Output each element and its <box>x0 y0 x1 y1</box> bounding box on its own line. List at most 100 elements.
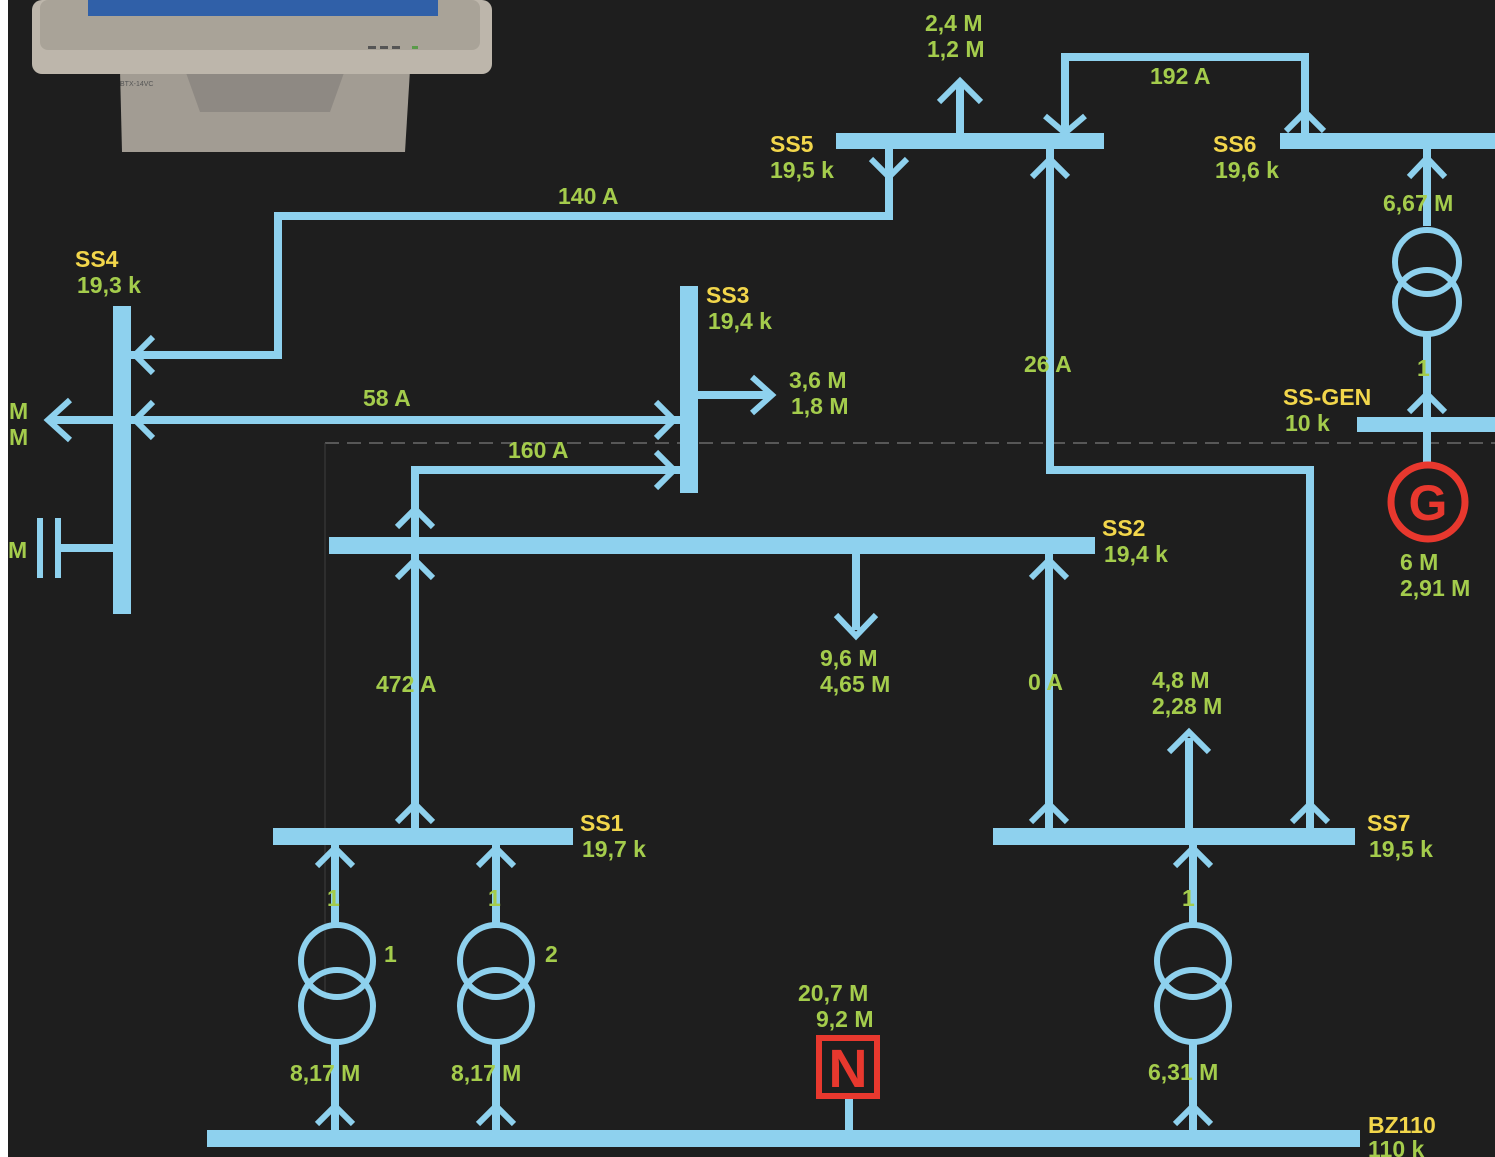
bus-name-ss3: SS3 <box>706 282 749 308</box>
t2-number: 2 <box>545 941 558 967</box>
outflow-chevron-ss3-58a-icon <box>653 399 679 441</box>
current-ss1-ss2: 472 A <box>376 671 437 697</box>
load-ss3-p: 3,6 M <box>789 367 847 393</box>
bus-name-bz110: BZ110 <box>1368 1112 1436 1138</box>
transformer-t1-icon <box>298 922 376 1045</box>
current-ss5-ss7: 26 A <box>1024 351 1072 377</box>
generator-p: 6 M <box>1400 549 1438 575</box>
outflow-chevron-ss6-icon <box>1283 107 1327 134</box>
bus-voltage-ss7: 19,5 k <box>1369 836 1433 862</box>
network-q: 9,2 M <box>816 1006 874 1032</box>
line-ss5-ss6 <box>1061 53 1309 133</box>
bus-name-ss7: SS7 <box>1367 810 1410 836</box>
network-icon: N <box>816 1035 880 1099</box>
line-ss2-ss3 <box>411 466 680 537</box>
tgen-power: 6,67 M <box>1383 190 1453 216</box>
current-ss2-ss7: 0 A <box>1028 669 1063 695</box>
bus-name-ss2: SS2 <box>1102 515 1145 541</box>
t7-tap: 1 <box>1182 885 1195 911</box>
transformer-t7-icon <box>1154 922 1232 1045</box>
bus-voltage-ss6: 19,6 k <box>1215 157 1279 183</box>
outflow-chevron-ss7-0a-icon <box>1028 799 1070 825</box>
t2-tap: 1 <box>488 885 501 911</box>
bus-ss6 <box>1280 133 1495 149</box>
bus-voltage-ssgen: 10 k <box>1285 410 1330 436</box>
network-p: 20,7 M <box>798 980 868 1006</box>
load-ss7-p: 4,8 M <box>1152 667 1210 693</box>
load-arrow-ss3-icon <box>749 374 777 416</box>
outflow-chevron-ss2-160a-icon <box>394 504 436 530</box>
load-ss4-q: M <box>9 424 28 450</box>
inflow-chevron-ss4-58a-icon <box>130 399 156 441</box>
bus-ss5 <box>836 133 1104 149</box>
inflow-chevron-ss4-140a-icon <box>130 334 156 376</box>
load-ss5-q: 1,2 M <box>927 36 985 62</box>
bus-voltage-ss3: 19,4 k <box>708 308 772 334</box>
load-ss4-p: M <box>9 398 28 424</box>
load-ss5-p: 2,4 M <box>925 10 983 36</box>
bus-voltage-ss2: 19,4 k <box>1104 541 1168 567</box>
outflow-chevron-ssgen-icon <box>1406 389 1448 415</box>
t1-number: 1 <box>384 941 397 967</box>
load-arrow-ss4-icon <box>43 397 73 443</box>
generator-symbol: G <box>1409 475 1448 531</box>
bus-ss4 <box>113 306 131 614</box>
load-arrow-ss5-icon <box>936 76 984 105</box>
capacitor-ss4-q: M <box>8 537 27 563</box>
inflow-chevron-ss7-26a-icon <box>1289 799 1331 825</box>
bus-voltage-ss5: 19,5 k <box>770 157 834 183</box>
bus-ss7 <box>993 828 1355 845</box>
load-arrow-ss7-icon <box>1166 727 1212 755</box>
monitor-image: BTX-14VC <box>32 0 492 152</box>
bus-ss1 <box>273 828 573 845</box>
bus-name-ss1: SS1 <box>580 810 624 836</box>
transformer-tgen-icon <box>1392 227 1462 337</box>
bus-ssgen <box>1357 417 1495 432</box>
load-ss2-p: 9,6 M <box>820 645 878 671</box>
network-symbol: N <box>829 1039 868 1099</box>
bus-ss3 <box>680 286 698 493</box>
inflow-chevron-t7-icon <box>1172 843 1214 869</box>
bus-voltage-ss1: 19,7 k <box>582 836 646 862</box>
outflow-chevron-ss1-icon <box>394 799 436 825</box>
outflow-chevron-bz110-t2-icon <box>475 1101 517 1127</box>
outflow-chevron-bz110-t1-icon <box>314 1101 356 1127</box>
outflow-chevron-bz110-t7-icon <box>1172 1101 1214 1127</box>
load-ss7-q: 2,28 M <box>1152 693 1222 719</box>
current-ss5-ss6: 192 A <box>1150 63 1211 89</box>
bus-name-ssgen: SS-GEN <box>1283 384 1371 410</box>
load-ss3-q: 1,8 M <box>791 393 849 419</box>
inflow-chevron-t1-icon <box>314 843 356 869</box>
bus-voltage-bz110: 110 k <box>1368 1136 1424 1157</box>
t1-tap: 1 <box>327 885 340 911</box>
inflow-chevron-ss5-icon <box>868 156 910 182</box>
inflow-chevron-ss3-160a-icon <box>653 449 679 491</box>
generator-q: 2,91 M <box>1400 575 1470 601</box>
transformer-t2-icon <box>457 922 535 1045</box>
generator-icon: G <box>1387 461 1469 543</box>
current-ss4-ss3: 58 A <box>363 385 411 411</box>
diagram-canvas: BTX-14VC <box>8 0 1495 1157</box>
monitor-model-label: BTX-14VC <box>120 81 153 88</box>
current-ss2-ss3: 160 A <box>508 437 569 463</box>
inflow-chevron-ss6-icon <box>1406 153 1448 180</box>
inflow-chevron-ss5-192a-icon <box>1043 113 1087 137</box>
inflow-chevron-ss2-472a-icon <box>394 555 436 581</box>
t2-power: 8,17 M <box>451 1060 521 1086</box>
t1-power: 8,17 M <box>290 1060 360 1086</box>
capacitor-icon <box>37 518 61 578</box>
load-ss2-q: 4,65 M <box>820 671 890 697</box>
inflow-chevron-ss2-0a-icon <box>1028 555 1070 581</box>
bus-bz110 <box>207 1130 1360 1147</box>
current-ss4-ss5: 140 A <box>558 183 619 209</box>
line-ss5-ss4 <box>131 149 893 359</box>
bus-name-ss5: SS5 <box>770 131 814 157</box>
inflow-chevron-t2-icon <box>475 843 517 869</box>
one-line-diagram: BTX-14VC <box>8 0 1495 1157</box>
bus-ss2 <box>329 537 1095 554</box>
line-ss5-ss7 <box>1046 149 1314 828</box>
tgen-tap: 1 <box>1417 355 1430 381</box>
load-arrow-ss2-icon <box>833 612 879 641</box>
bus-name-ss6: SS6 <box>1213 131 1256 157</box>
t7-power: 6,31 M <box>1148 1059 1218 1085</box>
